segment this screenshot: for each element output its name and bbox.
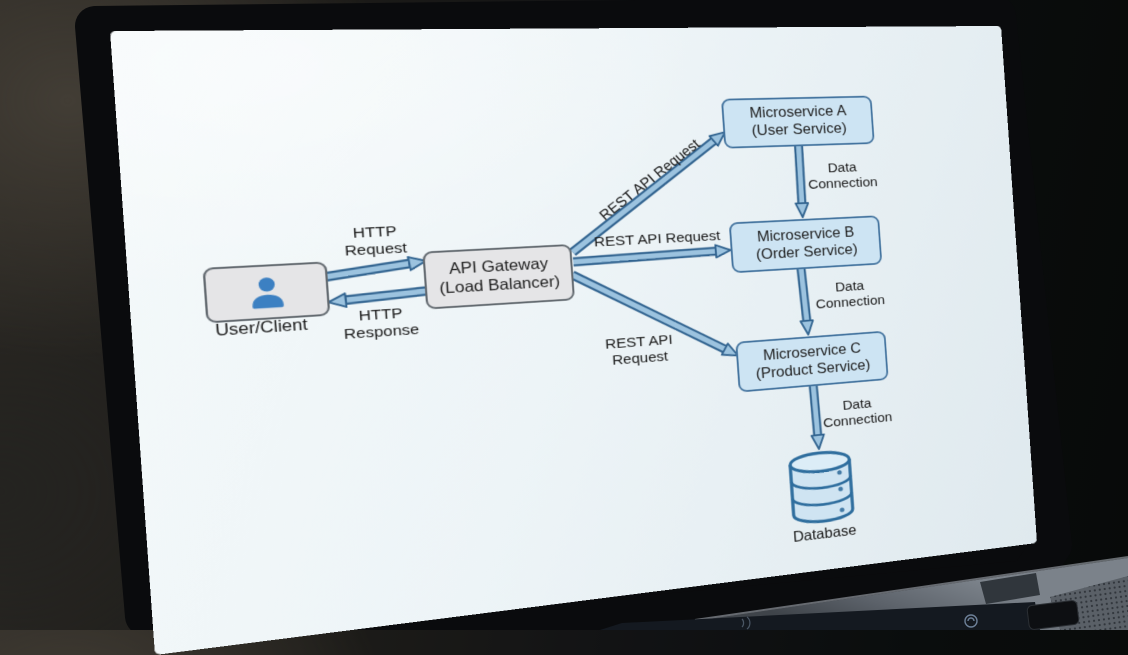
microservice-a-box: Microservice A (User Service): [721, 96, 875, 149]
screen: User/Client API Gateway (Load Balancer) …: [110, 26, 1037, 655]
label-data-connection-a: Data Connection: [779, 158, 905, 195]
database-icon: [784, 447, 859, 528]
user-icon: [244, 272, 290, 312]
microservice-b-box: Microservice B (Order Service): [729, 215, 883, 273]
